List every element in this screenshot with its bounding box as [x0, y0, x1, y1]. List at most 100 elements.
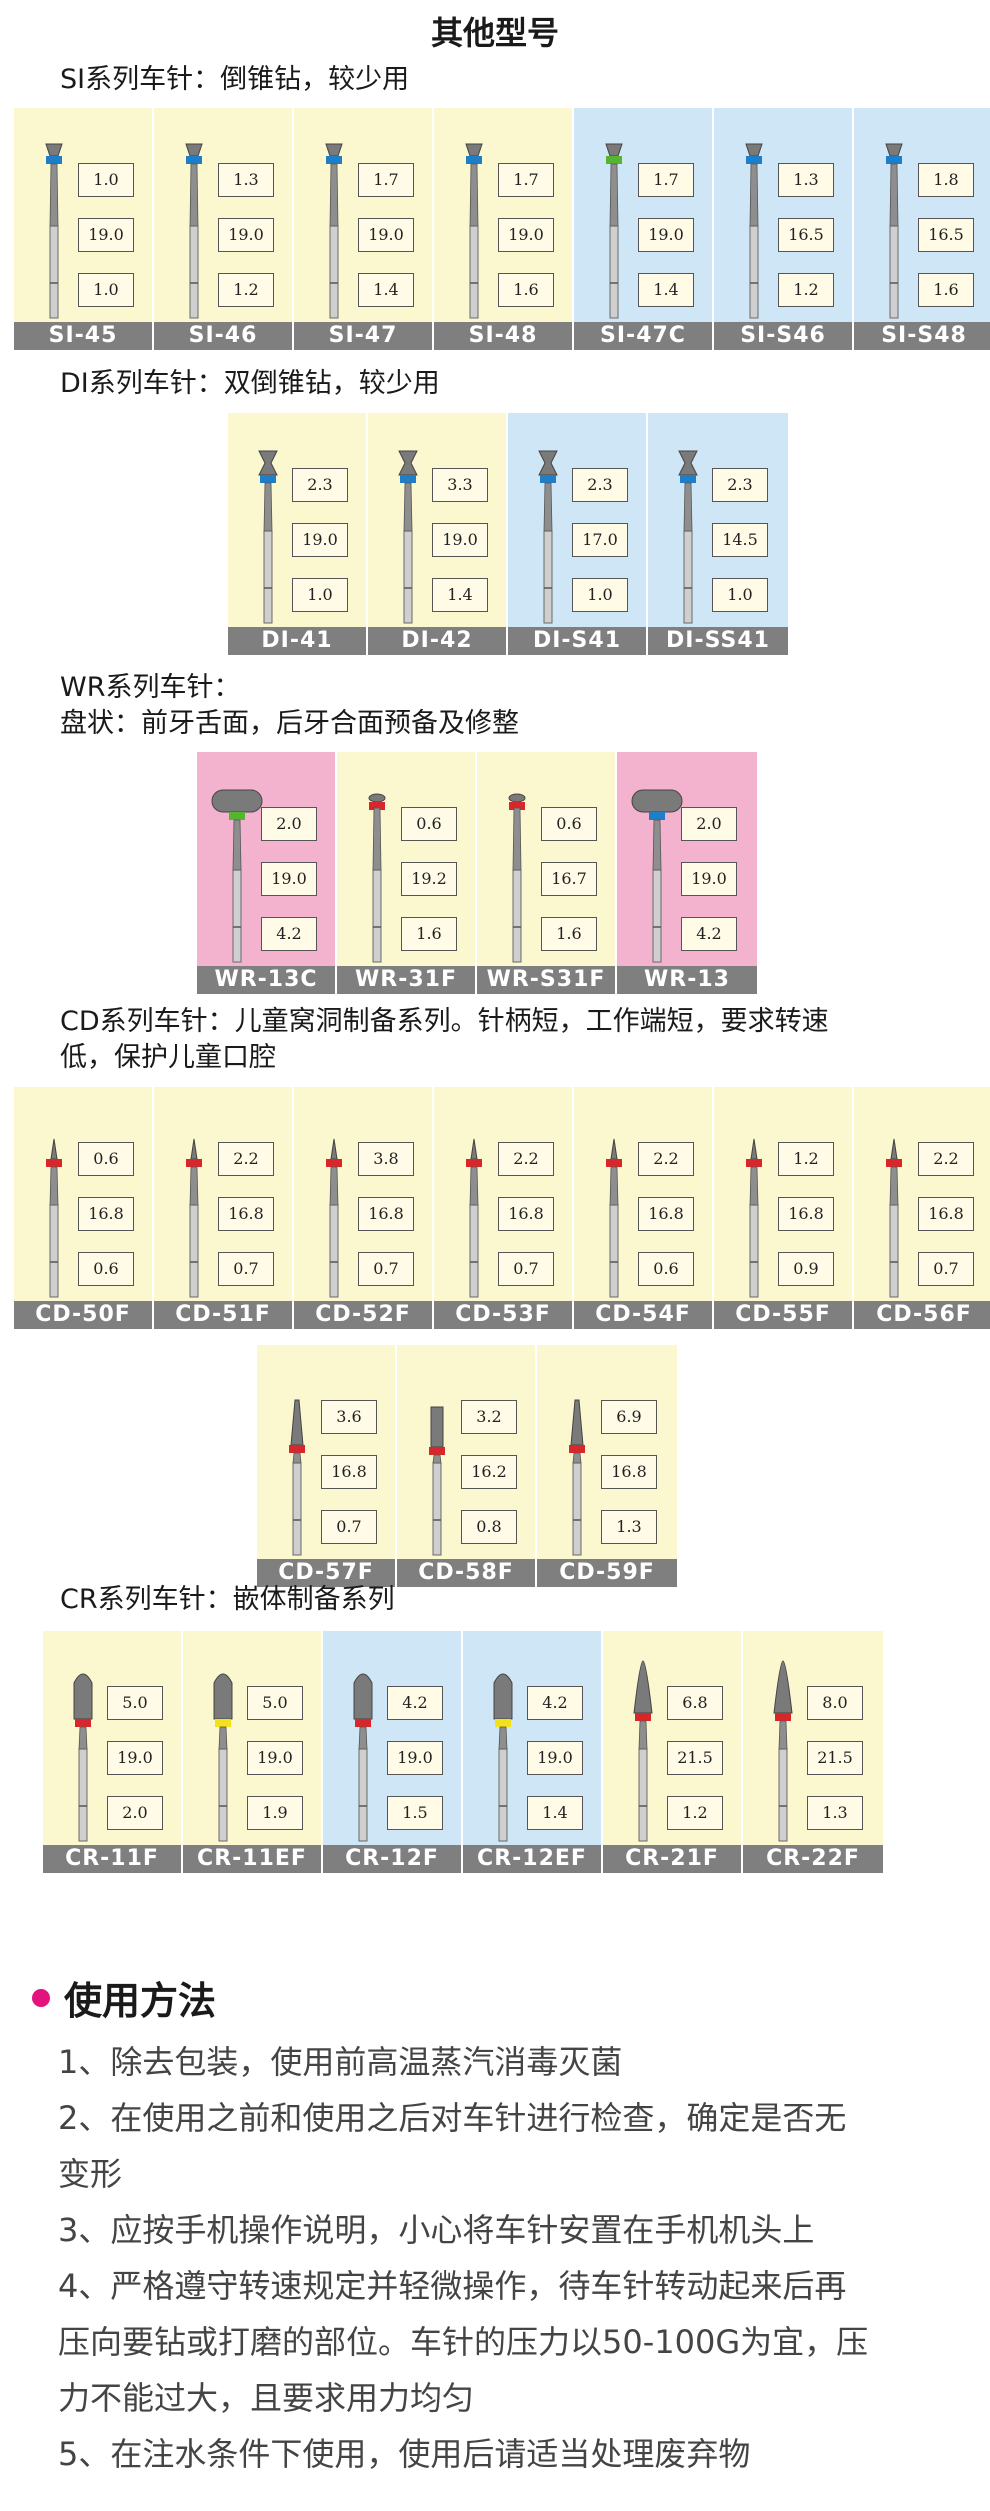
- total-length-value: 16.8: [638, 1197, 694, 1231]
- bur-drawing-icon: [886, 1138, 902, 1298]
- bur-drawing-icon: [211, 789, 263, 963]
- model-code-label: CD-52F: [294, 1301, 432, 1329]
- bur-drawing-icon: [605, 143, 623, 319]
- head-diameter-value: 2.3: [712, 468, 768, 502]
- bur-head: [890, 1138, 898, 1160]
- total-length-value: 16.8: [218, 1197, 274, 1231]
- color-band: [229, 812, 245, 820]
- bur-drawing-icon: [773, 1660, 793, 1842]
- model-code-label: DI-S41: [508, 627, 646, 655]
- total-length-value: 19.0: [218, 218, 274, 252]
- bur-head: [211, 789, 263, 813]
- color-band: [186, 1159, 202, 1167]
- total-length-value: 19.0: [638, 218, 694, 252]
- head-length-value: 1.4: [527, 1796, 583, 1830]
- head-length-value: 0.7: [321, 1510, 377, 1544]
- total-length-value: 19.0: [498, 218, 554, 252]
- model-code-label: DI-42: [368, 627, 506, 655]
- head-diameter-value: 0.6: [541, 807, 597, 841]
- color-band: [355, 1719, 371, 1727]
- head-length-value: 0.8: [461, 1510, 517, 1544]
- bur-head: [368, 793, 386, 803]
- color-band: [886, 1159, 902, 1167]
- bur-head: [190, 1138, 198, 1160]
- page-title: 其他型号: [430, 14, 559, 52]
- head-length-value: 1.0: [572, 578, 628, 612]
- total-length-value: 19.0: [681, 862, 737, 896]
- total-length-value: 19.0: [527, 1741, 583, 1775]
- bur-drawing-icon: [466, 1138, 482, 1298]
- head-diameter-value: 5.0: [107, 1686, 163, 1720]
- model-code-label: CD-51F: [154, 1301, 292, 1329]
- bur-drawing-icon: [633, 1660, 653, 1842]
- section-label: SI系列车针：倒锥钻，较少用: [60, 64, 410, 95]
- model-code-label: CR-12EF: [463, 1845, 601, 1873]
- color-band: [260, 475, 276, 483]
- head-diameter-value: 1.7: [638, 163, 694, 197]
- color-band: [540, 475, 556, 483]
- bur-drawing-icon: [185, 143, 203, 319]
- usage-title: 使用方法: [64, 1979, 217, 2023]
- head-length-value: 0.7: [218, 1252, 274, 1286]
- bur-drawing-icon: [45, 143, 63, 319]
- color-band: [466, 1159, 482, 1167]
- bur-head: [258, 450, 278, 476]
- bur-drawing-icon: [398, 450, 418, 624]
- color-band: [326, 1159, 342, 1167]
- head-diameter-value: 1.8: [918, 163, 974, 197]
- head-diameter-value: 6.8: [667, 1686, 723, 1720]
- bur-head: [631, 789, 683, 813]
- color-band: [746, 156, 762, 164]
- total-length-value: 16.8: [601, 1455, 657, 1489]
- head-length-value: 4.2: [681, 917, 737, 951]
- model-code-label: CR-11EF: [183, 1845, 321, 1873]
- total-length-value: 19.2: [401, 862, 457, 896]
- head-diameter-value: 2.3: [292, 468, 348, 502]
- model-code-label: CD-54F: [574, 1301, 712, 1329]
- head-length-value: 1.6: [401, 917, 457, 951]
- usage-heading: 使用方法: [32, 1970, 216, 2025]
- bur-drawing-icon: [538, 450, 558, 624]
- bur-head: [610, 1138, 618, 1160]
- head-length-value: 1.4: [638, 273, 694, 307]
- usage-line: 5、在注水条件下使用，使用后请适当处理废弃物: [58, 2435, 751, 2473]
- total-length-value: 19.0: [107, 1741, 163, 1775]
- head-diameter-value: 2.2: [638, 1142, 694, 1176]
- bur-drawing-icon: [46, 1138, 62, 1298]
- bur-drawing-icon: [325, 143, 343, 319]
- head-length-value: 1.4: [432, 578, 488, 612]
- head-length-value: 0.6: [78, 1252, 134, 1286]
- head-diameter-value: 6.9: [601, 1400, 657, 1434]
- head-length-value: 1.6: [541, 917, 597, 951]
- total-length-value: 16.8: [918, 1197, 974, 1231]
- model-code-label: CD-59F: [537, 1559, 677, 1587]
- color-band: [326, 156, 342, 164]
- usage-line: 4、严格遵守转速规定并轻微操作，待车针转动起来后再: [58, 2267, 847, 2305]
- head-diameter-value: 1.3: [778, 163, 834, 197]
- bur-head: [465, 143, 483, 157]
- bur-drawing-icon: [326, 1138, 342, 1298]
- bur-head: [605, 143, 623, 157]
- model-code-label: DI-SS41: [648, 627, 788, 655]
- bur-drawing-icon: [606, 1138, 622, 1298]
- usage-line: 1、除去包装，使用前高温蒸汽消毒灭菌: [58, 2043, 623, 2081]
- bur-drawing-icon: [631, 789, 683, 963]
- total-length-value: 16.8: [498, 1197, 554, 1231]
- model-code-label: SI-47: [294, 322, 432, 350]
- total-length-value: 19.0: [432, 523, 488, 557]
